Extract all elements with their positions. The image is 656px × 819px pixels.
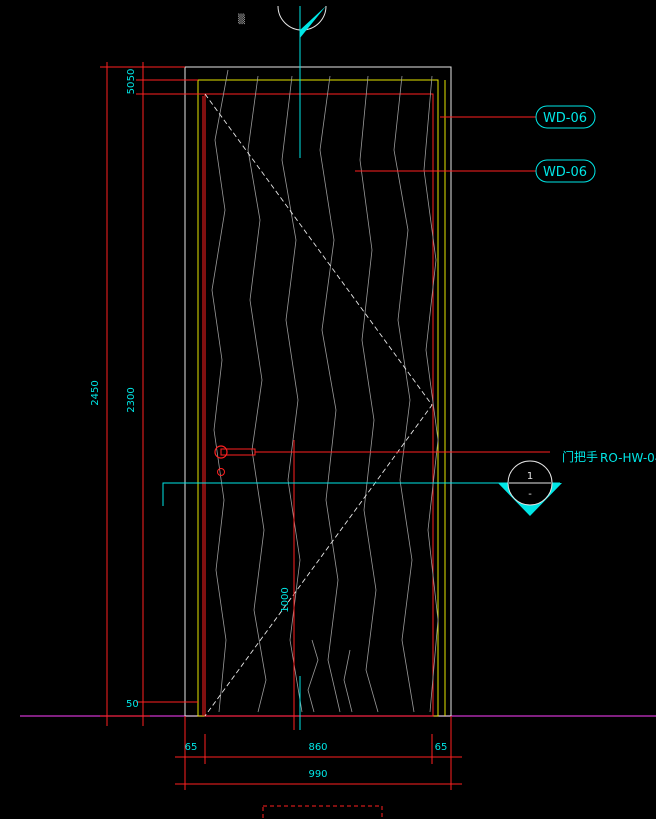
dim-left-frame: 65 bbox=[185, 742, 198, 753]
svg-text:-: - bbox=[528, 489, 532, 500]
door-handle bbox=[214, 445, 256, 476]
top-section-marker: ▒ bbox=[238, 5, 327, 158]
svg-text:WD-06: WD-06 bbox=[543, 111, 587, 126]
door-outer-frame bbox=[184, 66, 452, 717]
dim-top-a: 50 bbox=[126, 69, 137, 82]
left-dimensions bbox=[100, 62, 205, 726]
dim-right-frame: 65 bbox=[435, 742, 448, 753]
handle-note-code: RO-HW-04 bbox=[600, 451, 656, 465]
bottom-dimensions bbox=[175, 716, 462, 790]
door-swing-indicator bbox=[204, 93, 433, 717]
dim-overall-height: 2450 bbox=[90, 380, 101, 405]
material-tag-2: WD-06 bbox=[535, 159, 596, 183]
svg-text:1: 1 bbox=[527, 471, 533, 482]
dim-top-b: 50 bbox=[126, 82, 137, 95]
handle-height-label: 1000 bbox=[280, 587, 291, 612]
section-marker-1: 1 - bbox=[498, 460, 562, 516]
door-leaf bbox=[204, 93, 434, 717]
title-box bbox=[262, 805, 383, 819]
svg-text:WD-06: WD-06 bbox=[543, 165, 587, 180]
wood-grain-pattern bbox=[211, 69, 439, 713]
tag-leaders bbox=[255, 116, 550, 453]
dim-leaf-width: 860 bbox=[308, 742, 327, 753]
svg-text:▒: ▒ bbox=[238, 13, 245, 25]
dim-total-width: 990 bbox=[308, 769, 327, 780]
handle-note-label: 门把手 bbox=[562, 449, 598, 464]
dim-leaf-height: 2300 bbox=[126, 387, 137, 412]
material-tag-1: WD-06 bbox=[535, 105, 596, 129]
door-frame-yellow bbox=[197, 79, 439, 717]
dim-bottom: 50 bbox=[126, 699, 139, 710]
section-cut-line bbox=[162, 482, 560, 506]
